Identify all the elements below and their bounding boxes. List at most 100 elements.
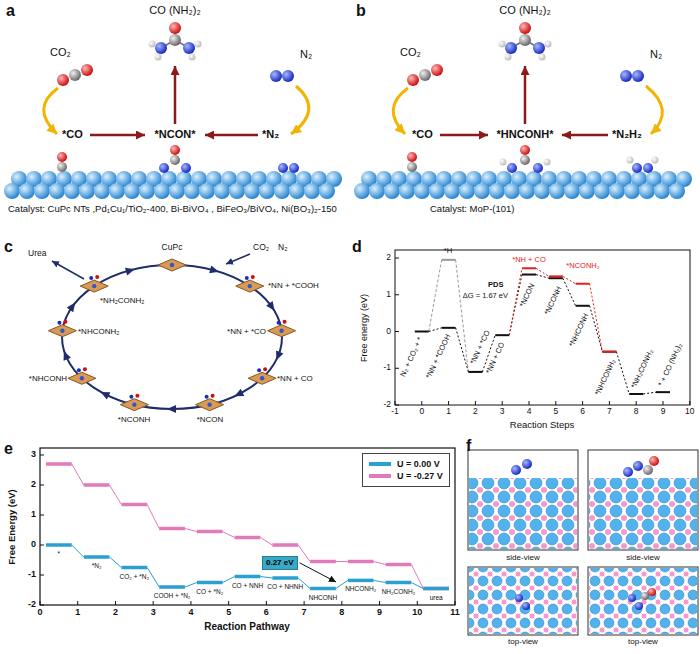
atom-sphere [270, 70, 282, 82]
plot-line [46, 462, 72, 466]
model-frame [468, 450, 578, 550]
tick-label: -2 [383, 400, 391, 410]
atom-sphere [399, 183, 415, 199]
state-label: urea [430, 594, 443, 601]
state-label: CO + NHNH [267, 583, 303, 590]
plot-line [549, 275, 563, 277]
state-label: *NHCONH [568, 312, 591, 348]
tick-label: -1 [28, 569, 36, 579]
cycle-arrowhead [167, 405, 176, 413]
plot-line [522, 267, 536, 269]
state-label: NHCONH [309, 594, 338, 601]
tick-label: 2 [113, 607, 118, 617]
cycle-label: *NHCONH [29, 374, 67, 383]
cycle-arrowhead [64, 351, 71, 361]
atom-sphere [533, 163, 543, 173]
plot-line [185, 529, 197, 532]
plot-line [310, 560, 336, 564]
plot-line [423, 587, 449, 591]
cupc-icon [196, 399, 224, 411]
atom-sphere [429, 183, 445, 199]
atom-sphere [522, 459, 532, 469]
atom-sphere [319, 183, 335, 199]
plot-line [121, 566, 147, 570]
atom-sphere [49, 183, 65, 199]
atom-sphere [520, 145, 530, 155]
atom-sphere [539, 54, 546, 61]
intermediate-label: *HNCONH* [497, 128, 554, 141]
atom-sphere [549, 183, 565, 199]
tick-label: 10 [685, 407, 694, 417]
intermediate-label: *N₂H₂ [612, 128, 642, 141]
atom-sphere [189, 54, 196, 61]
tick-label: 8 [634, 407, 639, 417]
tick-label: 0 [31, 539, 36, 549]
cupc-icon [68, 372, 96, 384]
molecule-label: N₂ [650, 48, 662, 61]
atom-sphere [159, 163, 169, 173]
atom-sphere [545, 41, 552, 48]
tick-label: 6 [264, 607, 269, 617]
plot-frame [40, 448, 455, 605]
plot-line [455, 601, 456, 605]
plot-line [529, 401, 530, 405]
pds-label: ΔG = 1.67 eV [463, 292, 508, 301]
tick-label: 1 [75, 607, 80, 617]
atom-sphere [304, 183, 320, 199]
model-frame [468, 567, 578, 635]
tick-label: -2 [28, 599, 36, 609]
plot-line [260, 577, 272, 579]
molecule-label: CO (NH₂)₂ [499, 4, 550, 17]
cycle-arrowhead [67, 302, 75, 312]
plot-line [197, 581, 223, 585]
plot-line [448, 401, 449, 405]
cycle-arrowhead [101, 392, 111, 400]
cu-center [80, 376, 84, 380]
tick-label: -1 [391, 407, 399, 417]
atom-sphere [654, 183, 670, 199]
plot-line [374, 580, 386, 582]
atom-sphere [407, 162, 417, 172]
adsorbate-dot [211, 394, 215, 398]
atom-sphere [648, 588, 656, 596]
plot-line [272, 543, 298, 547]
molecule-label: N₂ [300, 48, 312, 61]
atom-sphere [407, 152, 417, 162]
atom-sphere [609, 183, 625, 199]
view-label: side-view [626, 553, 659, 562]
intermediate-label: *CO [62, 128, 83, 141]
state-label: *NCONH₂ [566, 262, 599, 271]
legend-text: U = 0.00 V [397, 459, 440, 469]
plot-line [228, 601, 229, 605]
adsorption-arrow [393, 88, 408, 134]
plot-line [663, 401, 664, 405]
axis-title: Reaction Pathway [204, 621, 290, 633]
cupc-icon [80, 280, 108, 292]
intermediate-label: *CO [412, 128, 433, 141]
lattice [589, 568, 697, 634]
plot-line [590, 306, 603, 352]
atom-sphere [34, 183, 50, 199]
state-label: *H [444, 247, 452, 256]
plot-line [40, 455, 44, 456]
lattice [469, 478, 577, 549]
cupc-icon [48, 325, 76, 337]
state-label: *NN + *COOH [425, 333, 453, 380]
plot-line [223, 532, 235, 538]
plot-line [609, 401, 610, 405]
atom-sphere [289, 183, 305, 199]
state-label: *NCON [519, 282, 537, 308]
atom-sphere [515, 594, 523, 602]
axis-title: Free energy (eV) [359, 294, 369, 362]
plot-line [40, 485, 44, 486]
plot-line [524, 66, 527, 124]
atom-sphere [81, 64, 93, 76]
atom-sphere [149, 41, 156, 48]
axis-title: Free Energy (eV) [7, 489, 18, 565]
adsorbate-dot [57, 321, 61, 325]
plot-line [77, 601, 78, 605]
cu-center [132, 402, 136, 406]
plot-line [260, 538, 272, 546]
state-label: * + CO (NH₂)₂ [657, 342, 684, 388]
legend-row: U = -0.27 V [369, 471, 443, 481]
